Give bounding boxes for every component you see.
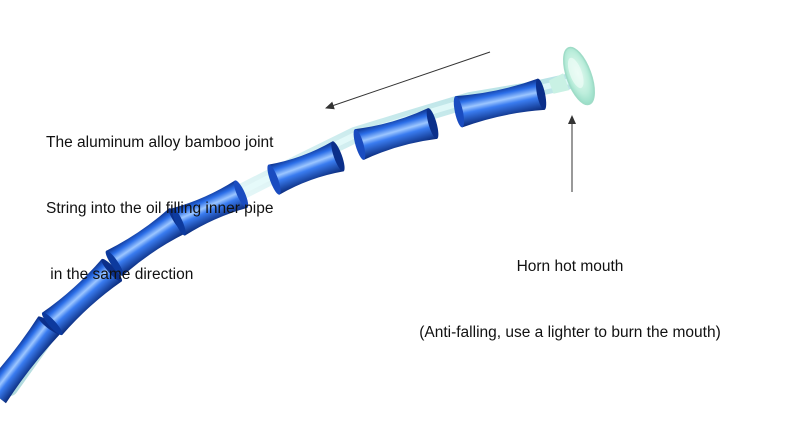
bamboo-segment — [267, 141, 345, 195]
annotation-arrows — [325, 51, 576, 192]
bamboo-segment — [172, 180, 249, 236]
caption-line: String into the oil filling inner pipe — [46, 200, 274, 217]
bamboo-segments — [0, 78, 547, 404]
bamboo-segment — [353, 108, 439, 160]
caption-line: The aluminum alloy bamboo joint — [46, 134, 274, 151]
bamboo-joint-caption: The aluminum alloy bamboo joint String i… — [46, 88, 273, 330]
bamboo-segment — [453, 78, 547, 128]
bamboo-segment — [41, 258, 123, 336]
caption-line: in the same direction — [46, 266, 194, 283]
caption-line: (Anti-falling, use a lighter to burn the… — [419, 324, 721, 341]
bamboo-joint-arrow — [325, 51, 491, 110]
horn-mouth — [548, 46, 595, 106]
horn-mouth-caption: Horn hot mouth (Anti-falling, use a ligh… — [380, 212, 760, 388]
caption-line: Horn hot mouth — [516, 258, 624, 275]
